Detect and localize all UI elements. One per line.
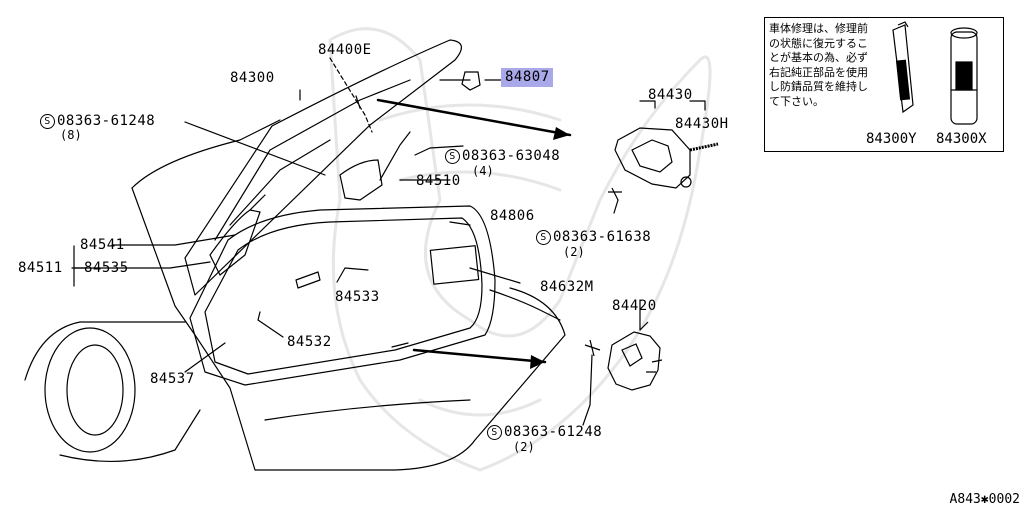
label-84537: 84537 [150,371,195,387]
bolt-c-qty: (2) [563,245,585,259]
arrow-upper [376,98,572,137]
bolt-b-number: 08363-63048 [462,148,561,164]
label-84300X: 84300X [936,131,987,147]
bolt-d-qty: (2) [513,440,535,454]
repair-note-box [764,17,1004,152]
screw-symbol-icon: S [536,230,551,245]
lock-assembly [608,127,719,201]
label-84535: 84535 [84,260,129,276]
label-84541: 84541 [80,237,125,253]
trunk-outline [131,187,566,471]
screw-symbol-icon: S [445,149,460,164]
label-84510: 84510 [416,173,461,189]
bolt-b-qty: (4) [472,164,494,178]
label-84511: 84511 [18,260,63,276]
label-84532: 84532 [287,334,332,350]
label-84300: 84300 [230,70,275,86]
repair-note-text: 車体修理は、修理前の状態に復元することが基本の為、必ず右記純正部品を使用し防錆品… [769,22,868,108]
right-hinge [339,159,383,201]
label-84807: 84807 [505,69,550,85]
left-hinge [209,209,261,276]
arrow-lower [412,348,547,364]
screw-symbol-icon: S [40,114,55,129]
label-84420: 84420 [612,298,657,314]
trunk-opening [189,205,496,386]
rear-wheel [44,327,136,453]
watermark-crest [328,27,712,472]
bolt-a-number: 08363-61248 [57,113,156,129]
trunk-lid [184,39,462,296]
label-84806: 84806 [490,208,535,224]
bolt-c-number: 08363-61638 [553,229,652,245]
screw-symbol-icon: S [487,425,502,440]
bolt-a-qty: (8) [60,128,82,142]
hinge-assembly [584,321,663,391]
label-84533: 84533 [335,289,380,305]
label-84430H: 84430H [675,116,729,132]
spray-can-icon [950,31,978,125]
highlight-84807 [501,68,553,87]
label-plate [429,245,480,285]
bolt-d-number: 08363-61248 [504,424,603,440]
label-84300Y: 84300Y [866,131,917,147]
label-84632M: 84632M [540,279,594,295]
label-84400E: 84400E [318,42,372,58]
drawing-code: A843✱0002 [949,492,1020,507]
clip-84807 [461,71,481,91]
rear-fender [24,321,186,381]
label-84430: 84430 [648,87,693,103]
